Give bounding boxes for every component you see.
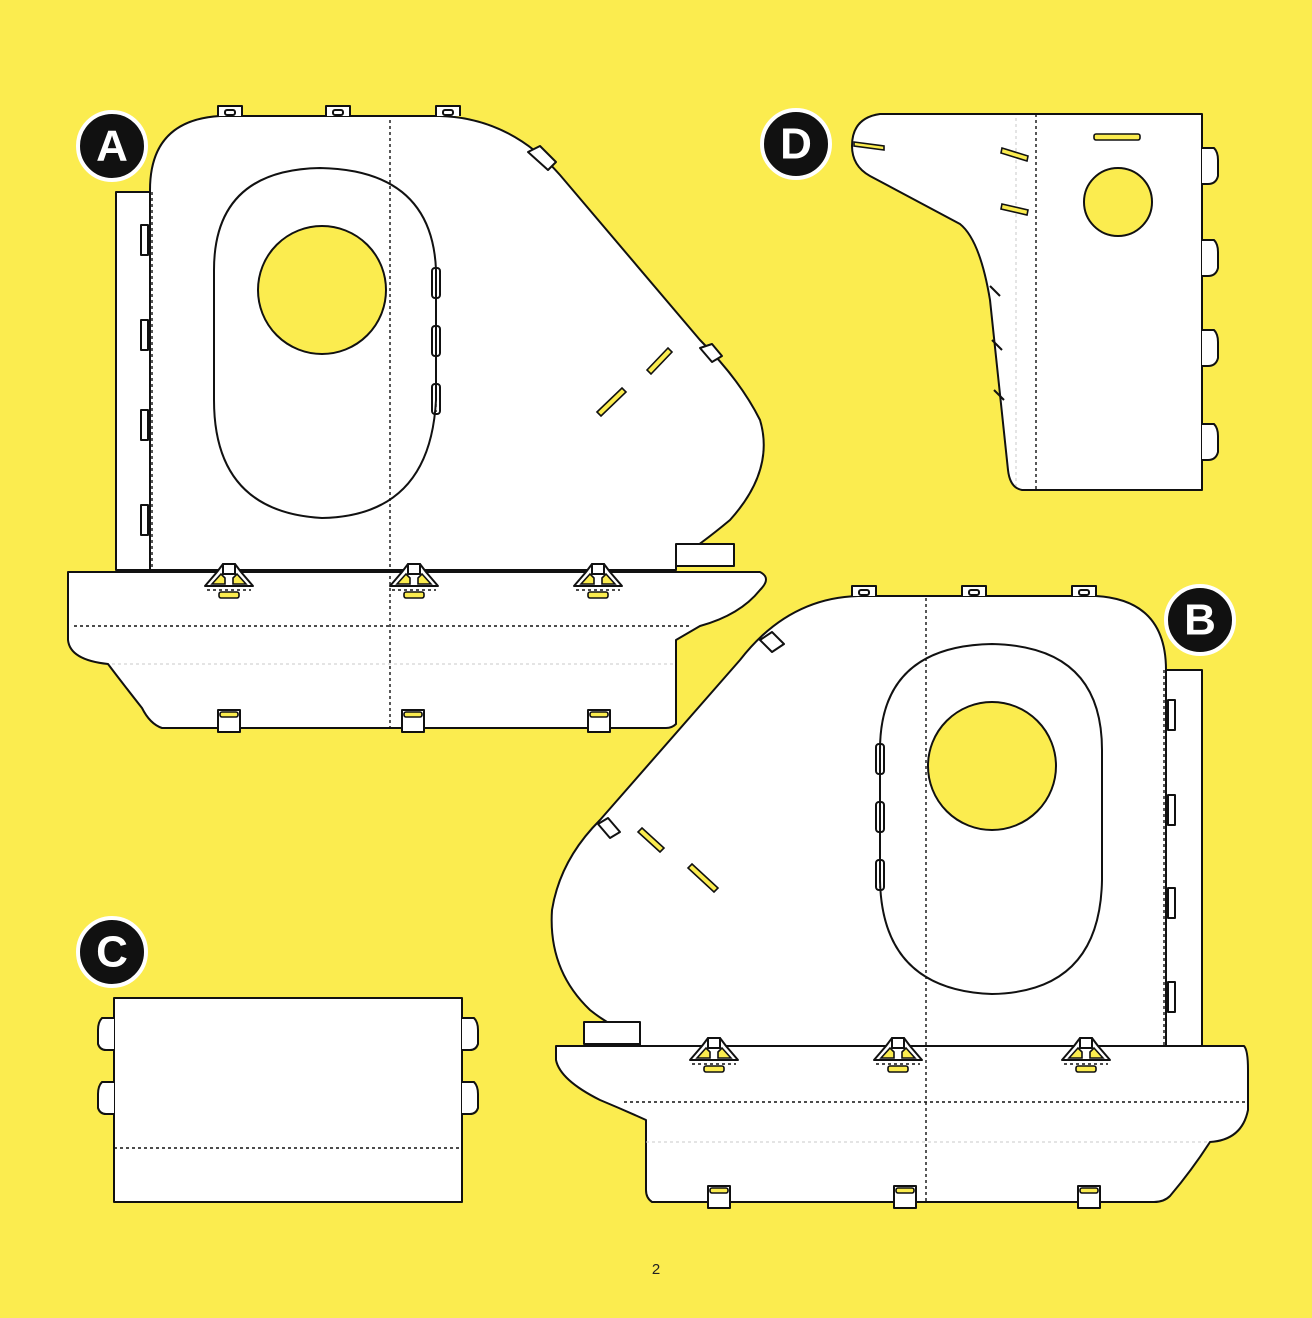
piece-a-side-flap <box>115 191 151 571</box>
badge-c-label: C <box>96 928 128 977</box>
badge-c: C <box>76 916 148 988</box>
piece-b-oval <box>879 643 1103 995</box>
piece-c <box>97 997 479 1203</box>
piece-b-side-flap <box>1165 669 1203 1047</box>
piece-d-body <box>851 113 1203 491</box>
badge-a: A <box>76 110 148 182</box>
piece-d <box>851 113 1219 491</box>
piece-b <box>550 585 1249 1209</box>
badge-b: B <box>1164 584 1236 656</box>
piece-b-round-hole <box>927 701 1057 831</box>
piece-a-round-hole <box>257 225 387 355</box>
piece-a-base <box>67 571 767 729</box>
badge-d: D <box>760 108 832 180</box>
page-number: 2 <box>652 1261 660 1278</box>
piece-a-body <box>149 115 765 571</box>
badge-b-label: B <box>1184 596 1216 645</box>
piece-b-base <box>555 1045 1249 1203</box>
badge-d-label: D <box>780 120 812 169</box>
piece-c-body <box>113 997 463 1203</box>
piece-a <box>67 105 767 733</box>
piece-d-round-hole <box>1083 167 1153 237</box>
badge-a-label: A <box>96 122 128 171</box>
